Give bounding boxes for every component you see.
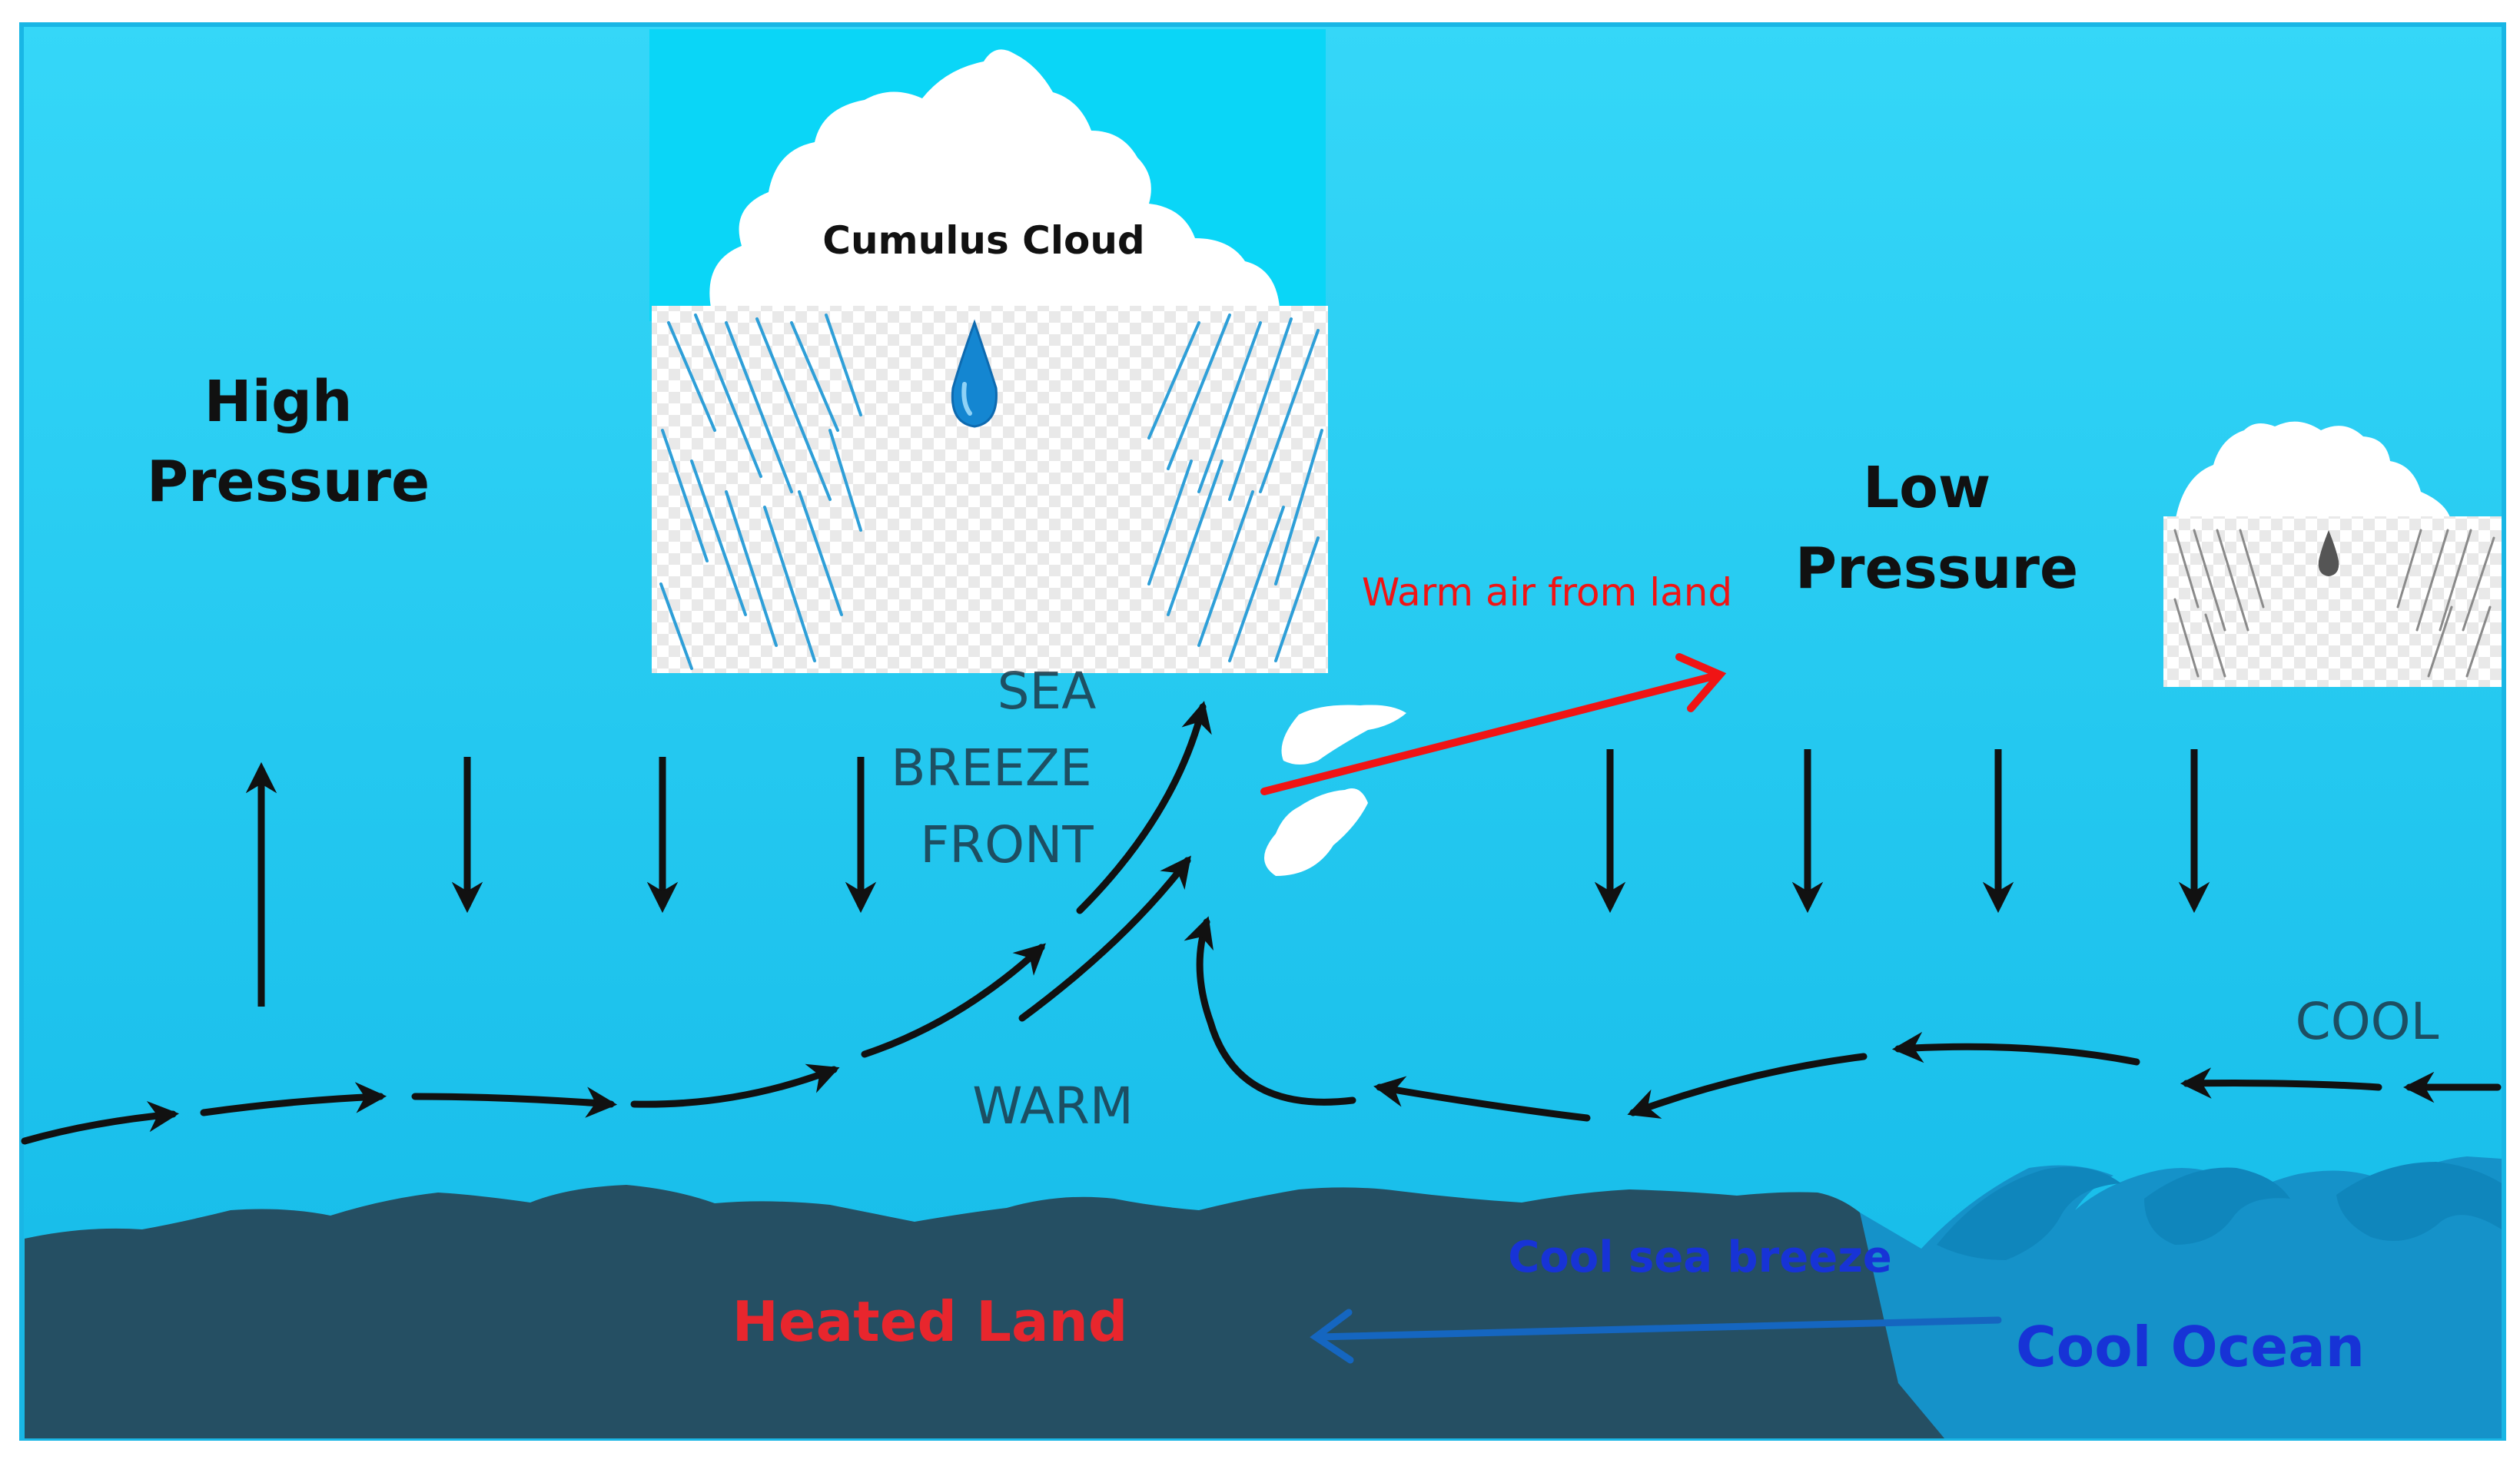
rain-streak	[825, 314, 862, 416]
high-pressure-line-2: Pressure	[147, 449, 430, 515]
flow-arrow-5	[861, 943, 1046, 1058]
rain-streak	[725, 490, 778, 647]
rain-streak	[667, 321, 716, 432]
rain-streak	[1147, 459, 1193, 586]
rain-streak	[2396, 529, 2422, 609]
rain-streak	[1197, 490, 1254, 647]
cool-flow-arrow-3	[1891, 1031, 2140, 1066]
rain-streak	[798, 490, 843, 616]
rain-streaks-right	[1147, 314, 1323, 662]
low-pressure-arrows	[1594, 749, 2210, 914]
rain-streak	[790, 321, 839, 432]
flow-arrow-2	[200, 1082, 387, 1116]
high-pressure-line-1: High	[204, 369, 353, 435]
heated-land-label: Heated Land	[732, 1289, 1128, 1354]
warm-air-arrow	[1260, 653, 1727, 795]
rain-streak	[828, 429, 862, 532]
rain-streak	[694, 314, 762, 478]
raindrop-highlight	[961, 382, 972, 416]
cool-sea-breeze-arrow	[1310, 1309, 2002, 1364]
warm-air-label: Warm air from land	[1362, 570, 1732, 615]
warm-air-arrow-head	[1675, 653, 1727, 712]
cool-flow-arrow-5	[1373, 1076, 1591, 1122]
rain-streak	[1259, 329, 1320, 493]
low-pressure-line-2: Pressure	[1795, 536, 2078, 602]
flow-arrow-3	[411, 1086, 618, 1118]
rain-streak	[2193, 529, 2226, 632]
wave-crest-2	[2144, 1167, 2290, 1245]
rain-streak	[2415, 529, 2449, 632]
rain-streak	[1274, 429, 1323, 586]
warm-label: WARM	[972, 1077, 1134, 1136]
sea-label: SEA	[998, 662, 1097, 721]
small-cloud-2	[1264, 788, 1368, 876]
flow-arrow-1	[21, 1100, 180, 1145]
small-raindrop-icon	[2318, 530, 2339, 576]
low-pressure-label: Low Pressure	[1795, 455, 2078, 602]
rain-streak	[2427, 605, 2453, 678]
rain-streak	[2439, 529, 2472, 632]
cool-flow-arrow-4	[1627, 1053, 1868, 1119]
rain-streak	[2462, 536, 2495, 632]
rain-streak	[755, 317, 832, 501]
rain-streak	[2465, 605, 2492, 678]
front-clouds	[1264, 705, 1406, 876]
wave-crest-1	[1937, 1166, 2121, 1260]
rain-streak	[661, 429, 709, 562]
high-pressure-label: High Pressure	[147, 369, 430, 515]
cool-ocean	[1860, 1156, 2502, 1438]
small-cloud-1	[1281, 705, 1406, 765]
cool-airflow-arrows	[1184, 916, 2502, 1122]
cumulus-cloud-label: Cumulus Cloud	[822, 218, 1144, 263]
rain-streak	[1228, 506, 1285, 662]
rise-arrow-1	[1076, 701, 1212, 914]
rain-streak	[1228, 317, 1293, 501]
rain-streak	[1274, 536, 1320, 662]
cumulus-cloud-group: Cumulus Cloud	[649, 29, 1328, 673]
rain-streak	[690, 459, 747, 616]
front-label: FRONT	[920, 815, 1094, 874]
warm-airflow-arrows	[21, 701, 1212, 1145]
cool-flow-arrow-6	[1184, 916, 1356, 1106]
breeze-label: BREEZE	[891, 738, 1091, 798]
rain-streak	[1167, 459, 1223, 616]
cumulus-cloud	[709, 49, 1280, 307]
warm-air-arrow-shaft	[1260, 672, 1718, 795]
cool-sea-breeze-arrow-head	[1310, 1309, 1354, 1364]
rain-streak	[763, 506, 816, 662]
high-pressure-arrows	[245, 757, 877, 1007]
small-cumulus-cloud	[2175, 421, 2452, 522]
rain-panel	[652, 306, 1328, 673]
rain-streaks-left	[659, 314, 862, 670]
cool-flow-arrow-2	[2180, 1067, 2382, 1099]
flow-arrow-4	[630, 1063, 840, 1108]
small-cumulus-group	[2163, 421, 2502, 687]
cool-sea-breeze-arrow-shaft	[1314, 1316, 2002, 1341]
small-rain-streaks	[2173, 529, 2495, 678]
rain-streak	[2204, 613, 2226, 678]
cool-ocean-label: Cool Ocean	[2016, 1315, 2365, 1379]
rain-streak	[1147, 321, 1200, 440]
cool-label: COOL	[2296, 992, 2439, 1051]
heated-land	[25, 1185, 1960, 1438]
low-pressure-line-1: Low	[1863, 455, 1990, 521]
wave-crest-3	[2336, 1162, 2502, 1241]
rain-streak	[725, 321, 793, 493]
rain-streak	[1197, 321, 1262, 493]
rain-streak	[659, 582, 693, 670]
rain-streak	[1167, 314, 1231, 470]
rise-arrow-2	[1018, 855, 1191, 1022]
rain-streak	[2173, 529, 2200, 609]
cool-sea-breeze-label: Cool sea breeze	[1508, 1232, 1892, 1282]
rain-streak	[2216, 529, 2249, 632]
rain-streak	[2173, 598, 2200, 678]
rain-streak	[2239, 529, 2265, 609]
